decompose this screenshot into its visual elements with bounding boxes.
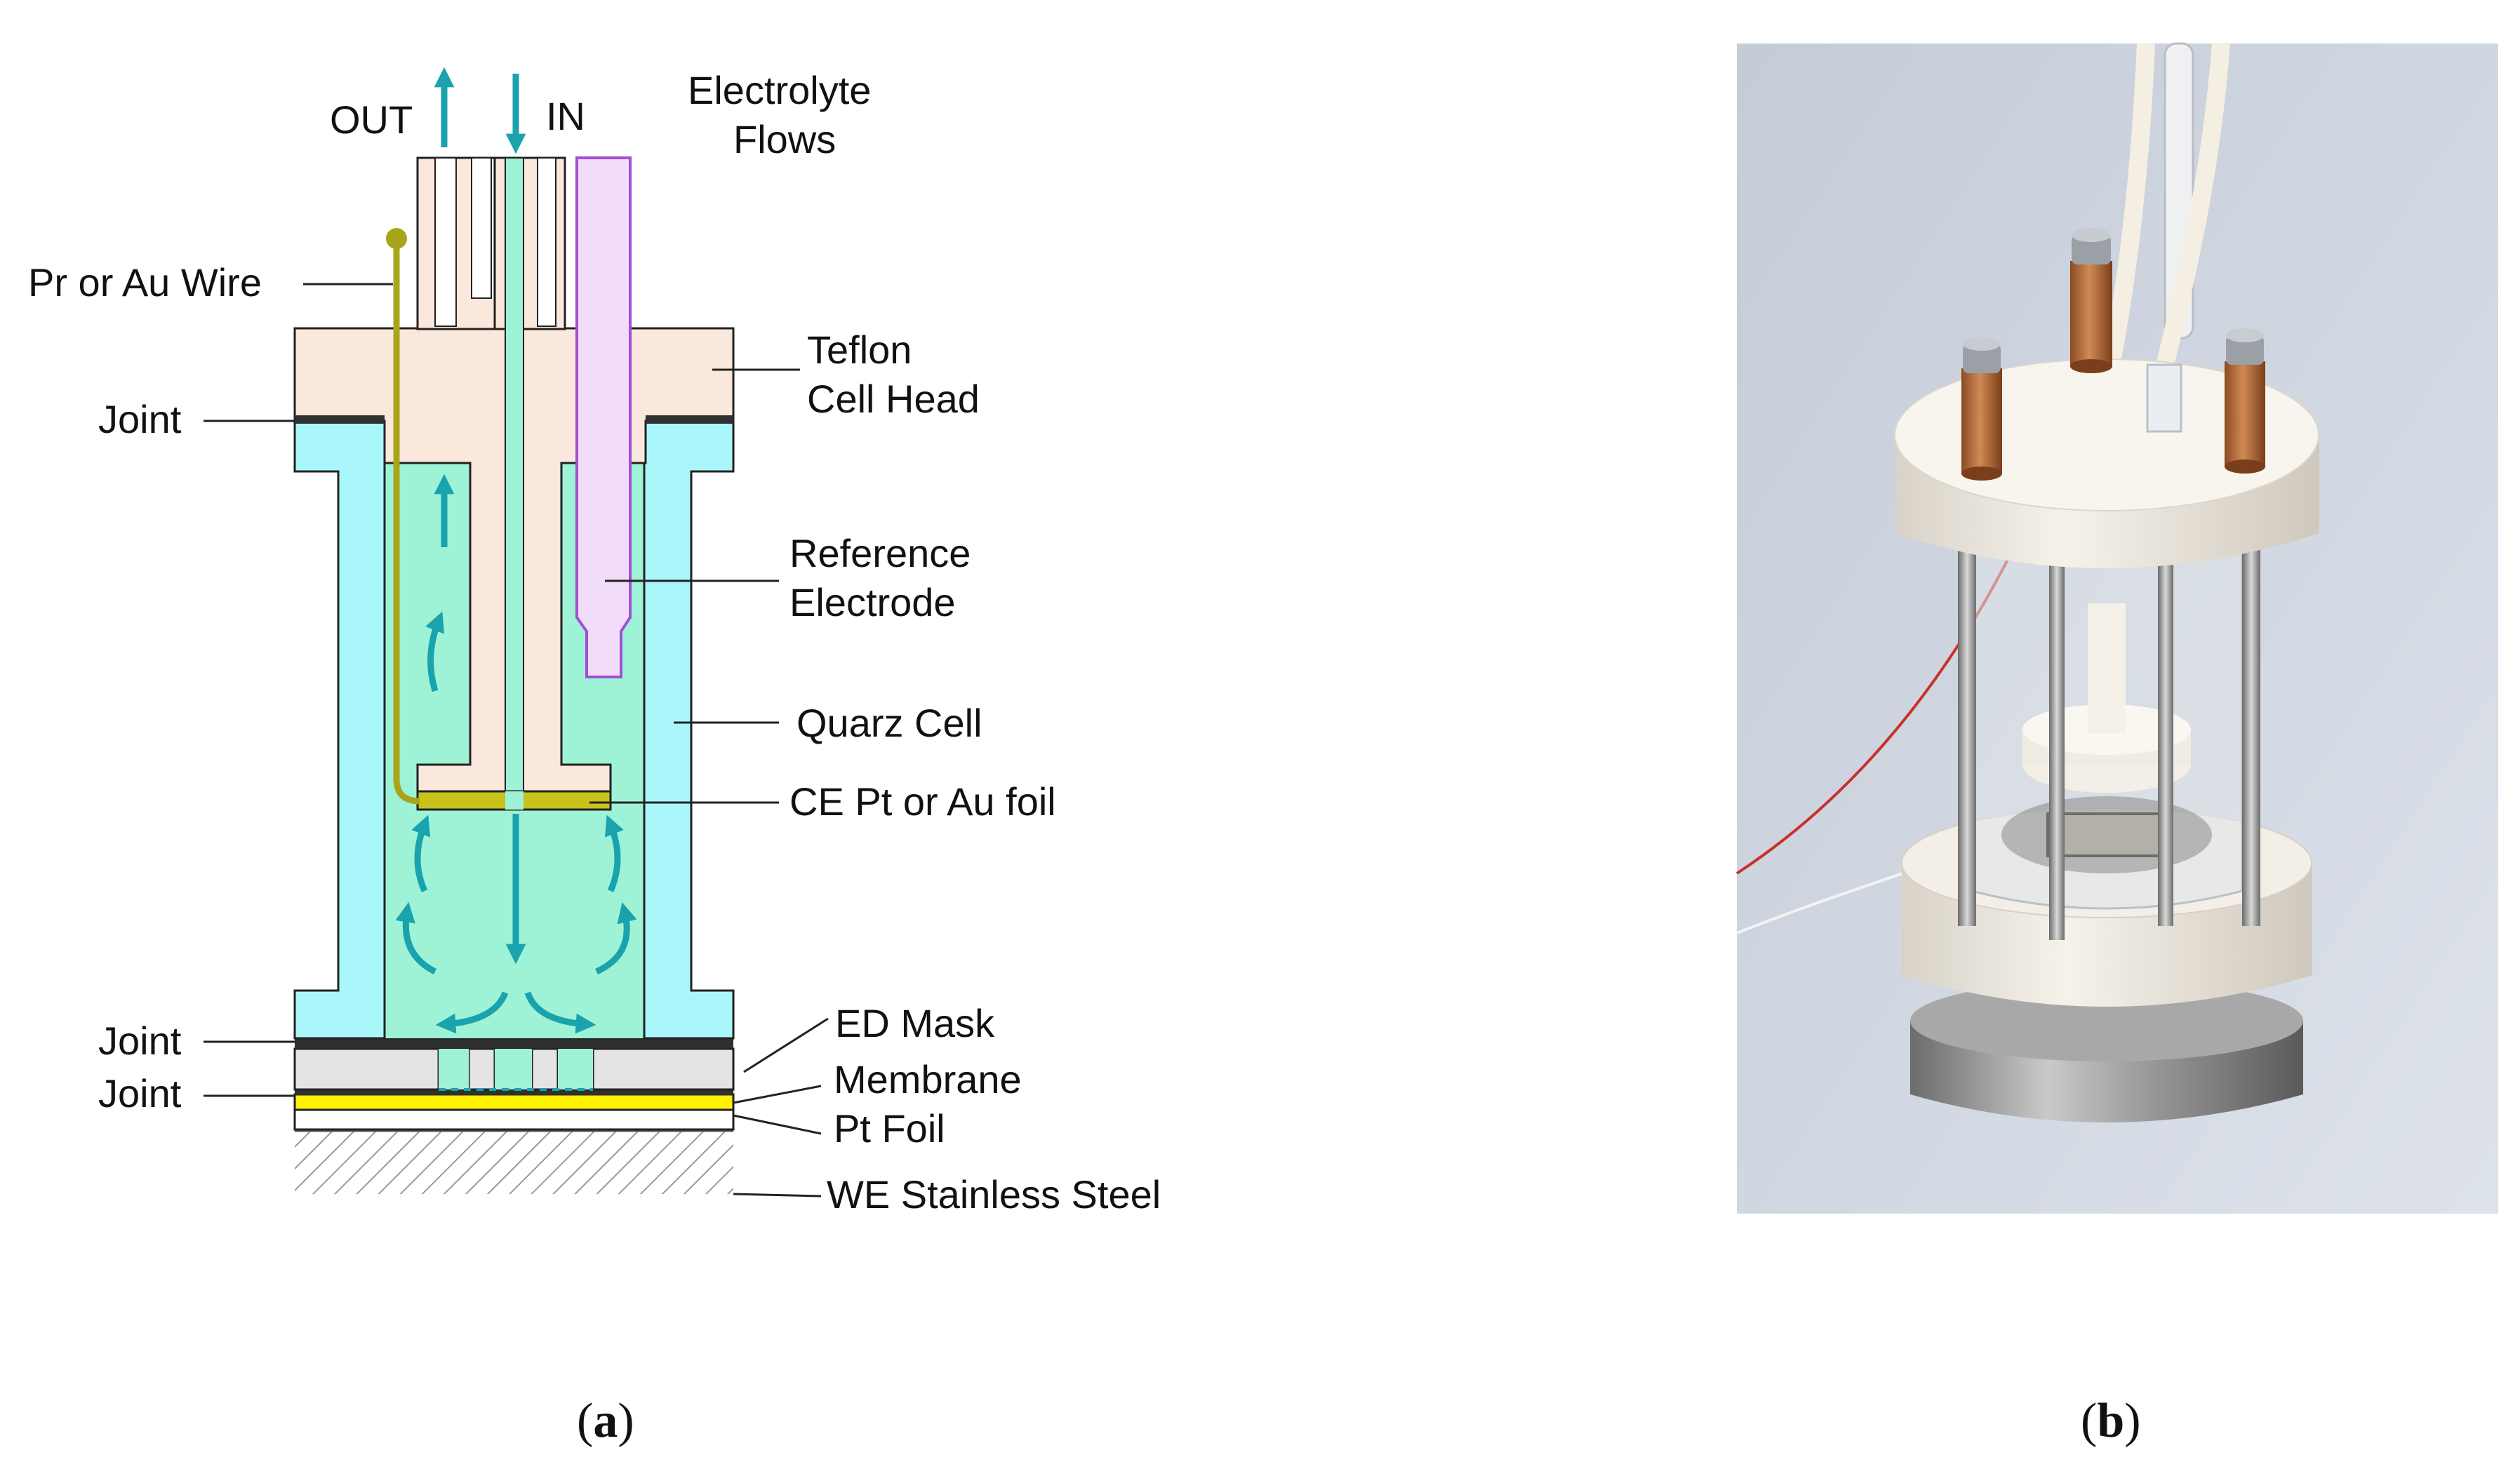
label-pt-foil: Pt Foil xyxy=(834,1106,945,1151)
reference-electrode xyxy=(575,156,632,678)
label-we: WE Stainless Steel xyxy=(827,1172,1161,1216)
mask-hole-2 xyxy=(495,1049,532,1089)
leader-lines xyxy=(204,283,829,1198)
caption-a-letter: a xyxy=(593,1394,618,1448)
label-reference-line2: Electrode xyxy=(789,580,956,624)
pt-au-wire xyxy=(393,240,420,805)
label-joint-bottom: Joint xyxy=(98,1071,182,1115)
caption-b: (b) xyxy=(2081,1394,2141,1448)
panel-a-schematic: OUT IN Electrolyte Flows Pr or Au Wire J… xyxy=(28,67,1161,1448)
label-wire: Pr or Au Wire xyxy=(28,260,262,304)
in-channel xyxy=(505,157,524,797)
label-flows-line1: Electrolyte xyxy=(688,68,871,112)
label-membrane: Membrane xyxy=(834,1057,1022,1101)
membrane xyxy=(293,1093,735,1111)
caption-b-open: ( xyxy=(2081,1394,2097,1448)
joint-mid xyxy=(295,1038,733,1048)
rod-right xyxy=(2242,533,2260,926)
mask-hole-1 xyxy=(439,1049,469,1089)
copper-post-center xyxy=(2070,228,2112,373)
caption-b-letter: b xyxy=(2097,1394,2124,1448)
caption-a-open: ( xyxy=(577,1394,593,1448)
mask-hole-3 xyxy=(558,1049,593,1089)
joint-bottom xyxy=(295,1089,733,1095)
label-mask: ED Mask xyxy=(835,1001,995,1045)
caption-a: (a) xyxy=(577,1394,634,1448)
label-reference-line1: Reference xyxy=(789,531,971,575)
label-quartz: Quarz Cell xyxy=(796,701,982,745)
wire-terminal xyxy=(386,228,407,249)
panel-b-photo: (b) xyxy=(1735,42,2498,1448)
copper-post-right xyxy=(2225,328,2265,474)
copper-post-left xyxy=(1961,337,2002,481)
joint-top xyxy=(295,415,385,424)
label-teflon-line2: Cell Head xyxy=(807,377,980,421)
label-teflon-line1: Teflon xyxy=(807,328,912,372)
label-joint-mid: Joint xyxy=(98,1019,182,1063)
we-stainless-steel xyxy=(295,1131,733,1194)
label-flows-line2: Flows xyxy=(733,117,836,161)
pt-foil xyxy=(293,1107,735,1131)
rod-left xyxy=(1958,533,1976,926)
caption-a-close: ) xyxy=(618,1394,634,1448)
label-out: OUT xyxy=(330,98,413,142)
flow-arrows xyxy=(395,67,637,1034)
caption-b-close: ) xyxy=(2124,1394,2140,1448)
label-in: IN xyxy=(546,94,585,138)
label-ce-foil: CE Pt or Au foil xyxy=(789,779,1056,824)
label-joint-top: Joint xyxy=(98,397,182,441)
